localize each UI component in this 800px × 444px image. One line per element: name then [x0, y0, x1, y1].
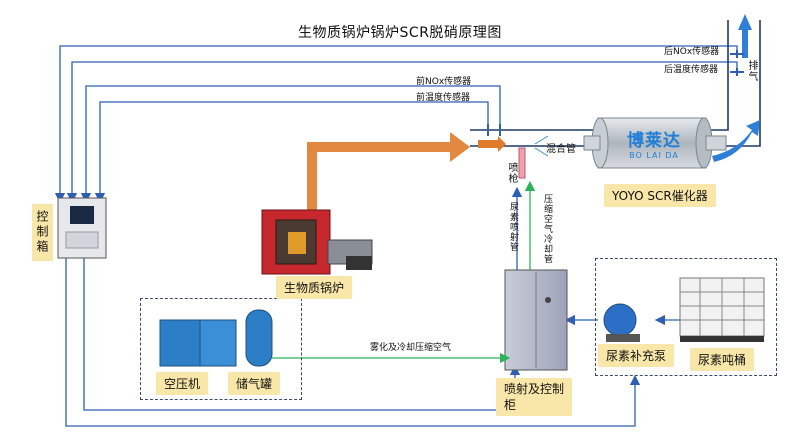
exhaust-arrow-shaft	[742, 30, 748, 58]
exhaust-pipe	[470, 20, 761, 147]
brand-logo-text: 博莱达	[627, 131, 681, 151]
front-temp-sensor-label: 前温度传感器	[416, 93, 471, 103]
control-box-icon	[57, 197, 107, 259]
urea-tank-label: 尿素吨桶	[690, 348, 755, 371]
exhaust-label: 排气	[746, 60, 757, 82]
scr-catalyst-icon	[583, 117, 727, 169]
mixing-pipe-label: 混合管	[546, 144, 576, 155]
brand-logo-sub: BO LAI DA	[629, 151, 679, 160]
inner-flow-arrow	[478, 136, 506, 152]
urea-tank-icon	[679, 277, 765, 342]
nozzle-icon	[518, 147, 526, 179]
brand-logo: 博莱达 BO LAI DA	[608, 126, 700, 160]
spray-cabinet-label: 喷射及控制柜	[496, 378, 572, 416]
sensor-signal-lines	[54, 45, 738, 427]
control-box-label: 控制箱	[32, 204, 53, 261]
return-arrow	[712, 120, 760, 162]
diagram-title: 生物质锅炉锅炉SCR脱硝原理图	[298, 25, 502, 41]
pump-icon	[603, 303, 640, 342]
urea-supply-group	[595, 258, 777, 376]
pump-label: 尿素补充泵	[598, 344, 675, 367]
exhaust-arrow-head	[738, 14, 752, 30]
mixing-pipe-marks	[534, 135, 549, 157]
air-cooling-pipe-label: 压缩空气冷却管	[542, 194, 552, 264]
compressor-icon	[159, 319, 237, 367]
catalyst-label: YOYO SCR催化器	[604, 184, 716, 207]
boiler-label: 生物质锅炉	[276, 276, 353, 299]
compressor-group	[140, 298, 302, 400]
rear-nox-sensor-label: 后NOx传感器	[664, 47, 720, 57]
urea-spray-pipe-label: 尿素喷射管	[508, 202, 518, 252]
air-tank-icon	[245, 309, 273, 367]
rear-temp-sensor-label: 后温度传感器	[664, 65, 719, 75]
atomize-air-label: 雾化及冷却压缩空气	[370, 343, 452, 353]
flue-gas-arrow	[307, 132, 470, 210]
boiler-icon	[261, 209, 373, 275]
front-nox-sensor-label: 前NOx传感器	[416, 77, 472, 87]
spray-cabinet-icon	[504, 269, 568, 371]
nozzle-label: 喷枪	[506, 162, 517, 184]
compressor-label: 空压机	[156, 372, 209, 395]
sensor-ticks	[487, 50, 744, 136]
compressed-air-lines	[272, 180, 536, 364]
air-tank-label: 储气罐	[228, 372, 281, 395]
